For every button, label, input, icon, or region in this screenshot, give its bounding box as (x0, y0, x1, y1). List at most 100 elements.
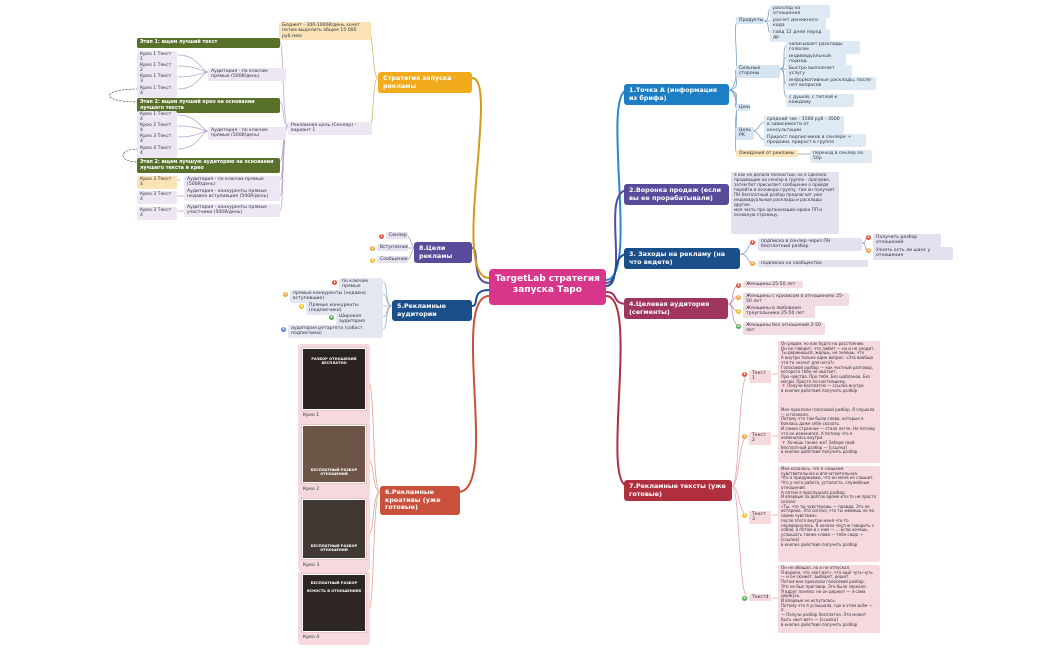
strength-4[interactable]: информативные расклады, после нет вопрос… (786, 77, 876, 90)
stage-3-creo-1[interactable]: Крео 3 Текст 4 (137, 176, 177, 189)
priority-2-icon: 2 (742, 434, 747, 439)
segment-4[interactable]: Женщины без отношений 2-50 лет (743, 322, 825, 335)
priority-2-icon: 2 (370, 246, 375, 251)
creative-1-caption: РАЗБОР ОТНОШЕНИЙ БЕСПЛАТНО (311, 357, 357, 365)
entry-senler-b[interactable]: Узнать есть ли шанс у отношения (873, 247, 953, 260)
segment-2[interactable]: Женщины с кризисом в отношениях 25-50 ле… (743, 293, 849, 306)
stage-3-audience-1[interactable]: Аудитория - по ключам прямые (500₽/день) (184, 176, 280, 189)
stage-3-audience-2[interactable]: Аудитория - конкуренты прямые недавно вс… (184, 188, 280, 201)
text-2-body: Мне прислали голосовой разбор. Я слушала… (778, 407, 880, 463)
stage-1-creo-3[interactable]: Крео 1 Текст 3 (137, 73, 177, 86)
creative-4-caption: БЕСПЛАТНЫЙ РАЗБОР ЯСНОСТЬ В ОТНОШЕНИЯХ (306, 581, 362, 593)
priority-3-icon: 3 (299, 304, 304, 309)
stage-2[interactable]: Этап 2: ищем лучший крео на основании лу… (137, 98, 280, 114)
ad-goal-node[interactable]: Рекламная цель (Сенлер) - вариант 1 (288, 122, 372, 135)
audience-5[interactable]: аудитория ретаргета (собаст подписчики) (288, 325, 383, 338)
priority-4-icon: 4 (329, 315, 334, 320)
stage-1[interactable]: Этап 1: ищем лучший текст (137, 38, 280, 48)
branch-launch-strategy[interactable]: Стратегия запуска рекламы (378, 72, 472, 94)
priority-1-icon: 1 (332, 280, 337, 285)
expectation-1[interactable]: переход в сенлер по 50р (810, 150, 872, 163)
stage-2-creo-1[interactable]: Крео 1 Текст 4 (137, 111, 177, 124)
branch-ad-creatives[interactable]: 6.Рекламные креативы (уже готовые) (380, 486, 460, 515)
priority-3-icon: 3 (370, 258, 375, 263)
branch-point-a[interactable]: 1.Точка А (информация из брифа) (624, 84, 729, 106)
strength-3[interactable]: Быстро выполняет услугу (786, 65, 852, 78)
stage-3-creo-2[interactable]: Крео 3 Текст 4 (137, 191, 177, 204)
text-1-label[interactable]: Текст 1 (749, 370, 771, 383)
stage-1-audience[interactable]: Аудитория - по ключам прямые (500₽/день) (208, 68, 286, 81)
priority-2-icon: 2 (866, 248, 871, 253)
entry-senler[interactable]: подписка в сенлер через ПН бесплатный ра… (758, 238, 862, 251)
central-topic[interactable]: TargetLab стратегия запуска Таро (489, 269, 606, 305)
priority-4-icon: 4 (736, 324, 741, 329)
priority-3-icon: 3 (742, 513, 747, 518)
audience-4[interactable]: Широкая аудитория (336, 313, 383, 326)
product-1[interactable]: расклад на отношения (770, 5, 830, 18)
creative-2-caption: БЕСПЛАТНЫЙ РАЗБОР ОТНОШЕНИЙ (310, 468, 358, 476)
stage-2-creo-3[interactable]: Крео 3 Текст 4 (137, 133, 177, 146)
stage-2-creo-2[interactable]: Крео 2 Текст 4 (137, 122, 177, 135)
stage-2-audience[interactable]: Аудитория - по ключам прямые (500₽/день) (208, 127, 286, 140)
creative-3-caption: БЕСПЛАТНЫЙ РАЗБОР ОТНОШЕНИЙ (310, 544, 358, 552)
creative-3-label: Крео 3 (303, 563, 320, 568)
product-3[interactable]: гайд 12 дней перед др (770, 29, 830, 42)
creative-3-image[interactable]: БЕСПЛАТНЫЙ РАЗБОР ОТНОШЕНИЙ (302, 499, 366, 559)
audience-2[interactable]: прямые конкуренты (недавно вступившие) (290, 290, 383, 303)
strength-1[interactable]: записывает расклады голосом (786, 41, 860, 54)
branch-sales-funnel[interactable]: 2.Воронка продаж (если вы ее прорабатыва… (624, 184, 729, 206)
creative-1-label: Крео 1 (303, 413, 320, 418)
creative-4-label: Крео 4 (303, 635, 320, 640)
priority-4-icon: 4 (742, 596, 747, 601)
stage-1-creo-4[interactable]: Крео 1 Текст 4 (137, 85, 177, 98)
audience-3[interactable]: Прямые конкуренты (подписчики) (306, 302, 383, 315)
strengths-node[interactable]: Сильные стороны (736, 65, 780, 78)
budget-node[interactable]: Бюджет - 300-1000₽/день хочет потом выде… (279, 22, 371, 41)
stage-3[interactable]: Этап 2: ищем лучшую аудиторию на основан… (137, 158, 280, 174)
text-3-label[interactable]: Текст 3 (749, 511, 771, 524)
priority-1-icon: 1 (866, 235, 871, 240)
stage-3-creo-3[interactable]: Крео 3 Текст 4 (137, 207, 177, 220)
product-2[interactable]: расчет денежного кода (770, 17, 826, 30)
funnel-text: я как не делала полностью, но я сделала … (731, 172, 839, 234)
branch-ad-goals[interactable]: 8.Цели рекламы (414, 242, 472, 264)
goal-joins[interactable]: Вступления (377, 244, 408, 252)
text-4-body: Он не обещал, но и не отпускал. Я верила… (778, 565, 880, 633)
branch-ad-texts[interactable]: 7.Рекламные тексты (уже готовые) (624, 480, 732, 502)
text-2-label[interactable]: Текст 2 (749, 432, 771, 445)
goal-node[interactable]: Цель РК (736, 127, 754, 140)
audience-1[interactable]: по ключам прямые (339, 278, 383, 291)
creative-4-image[interactable]: БЕСПЛАТНЫЙ РАЗБОР ЯСНОСТЬ В ОТНОШЕНИЯХ (302, 574, 366, 632)
strength-2[interactable]: индивидуальный подход (786, 53, 846, 66)
text-3-body: Мне казалось, что я слишком чувствительн… (778, 466, 880, 562)
priority-1-icon: 1 (736, 283, 741, 288)
goal-1[interactable]: средний чек - 1500 руб - 3500 в зависимо… (764, 116, 844, 135)
branch-ad-entries[interactable]: 3. Заходы на рекламу (на что ведете) (624, 248, 740, 270)
creative-1-image[interactable]: РАЗБОР ОТНОШЕНИЙ БЕСПЛАТНО (302, 348, 366, 410)
entry-senler-a[interactable]: Получить разбор отношений (873, 234, 941, 247)
branch-ad-audiences[interactable]: 5.Рекламные аудитории (392, 300, 472, 322)
products-node[interactable]: Продукты (736, 17, 764, 25)
prices-node[interactable]: Цены (736, 104, 750, 112)
strength-5[interactable]: с душой, с теплой к каждому (786, 94, 854, 107)
stage-1-creo-1[interactable]: Крео 1 Текст 1 (137, 51, 177, 64)
goal-2[interactable]: Прирост подписчиков в сенлере + продажи,… (764, 134, 866, 147)
segment-3[interactable]: Женщины в любовном треугольнике 25-50 ле… (743, 305, 815, 318)
creative-2-image[interactable]: БЕСПЛАТНЫЙ РАЗБОР ОТНОШЕНИЙ (302, 425, 366, 483)
priority-2-icon: 2 (283, 292, 288, 297)
priority-2-icon: 2 (736, 295, 741, 300)
expectations-node[interactable]: Ожидания от рекламы (736, 150, 798, 158)
priority-1-icon: 1 (742, 372, 747, 377)
entry-community[interactable]: подписка на сообщество (758, 260, 868, 268)
priority-5-icon: 5 (281, 327, 286, 332)
segment-1[interactable]: Женщины 25-50 лет (743, 281, 803, 289)
stage-2-creo-4[interactable]: Крео 4 Текст 4 (137, 145, 177, 158)
branch-target-audience[interactable]: 4.Целевая аудитория (сегменты) (624, 298, 728, 320)
stage-3-audience-3[interactable]: Аудитория - конкуренты прямые участники … (184, 204, 280, 217)
goal-senler[interactable]: Сенлер (386, 232, 408, 240)
goal-messages[interactable]: Сообщения (377, 256, 408, 264)
text-4-label[interactable]: Текст4 (749, 594, 771, 602)
stage-1-creo-2[interactable]: Крео 1 Текст 2 (137, 62, 177, 75)
text-1-body: Он рядом, но как будто на расстоянии. Он… (778, 341, 880, 409)
